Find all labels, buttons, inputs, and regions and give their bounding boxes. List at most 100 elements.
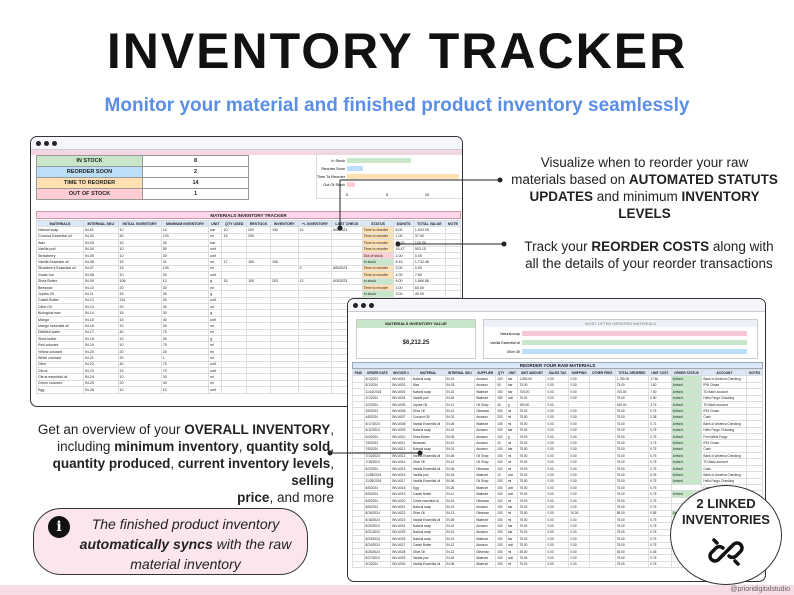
table-cell: 75.00 [517,560,547,569]
table-cell: 0.75 [648,432,672,441]
table-cell [221,386,248,394]
table-cell [246,328,271,337]
window-titlebar [348,299,765,312]
table-cell: TD Bank account [701,388,748,396]
column-header: NOTES [746,368,763,377]
table-cell: ml [208,354,223,362]
table-cell: Amazon [474,445,497,454]
table-cell: Oleamax [474,407,497,415]
table-cell: Hello Fargo Checking [701,426,748,434]
table-cell: 0.75 [648,496,672,505]
table-cell: 0.00 [545,560,570,569]
callout-text: LEVELS [618,206,671,221]
table-cell: 6.25 [648,471,672,479]
table-cell: Bank of America Checking [701,375,748,383]
most-ordered-label: Olive Oil [507,350,520,354]
table-cell [444,251,462,260]
table-cell: Bank of America Checking [701,471,748,479]
table-cell: g [208,334,223,343]
table-cell: INV-#017 [390,477,412,486]
table-cell: Oil Shop [474,452,497,460]
badge-text: 2 LINKED [696,496,756,511]
table-cell [331,283,363,292]
table-cell: IPM Chase [701,439,748,447]
most-ordered-bar [522,340,747,345]
table-cell: 0.75 [648,452,672,460]
table-cell: ml [208,258,223,266]
table-cell: 75.00 [517,413,547,422]
window-dot-icon [44,140,49,146]
table-cell: Hello Fargo Checking [701,394,748,402]
table-cell: 100 [495,560,507,569]
table-cell: 3.00 [393,283,414,292]
table-cell: unit [208,366,223,375]
column-header: UNIT AMOUNT [517,368,547,377]
table-cell: Walmart [474,490,497,498]
table-cell: TD Bank account [701,458,748,466]
table-cell: 700.00 [517,388,547,396]
table-cell: 0.00 [568,483,590,492]
table-cell: 0.75 [648,490,672,498]
table-cell: unit [208,386,223,394]
table-cell [331,271,363,279]
callout-text: UPDATES and minimum INVENTORY [529,189,760,204]
table-cell [352,560,365,569]
table-cell: 0.00 [568,394,590,402]
table-cell: 0.00 [568,445,590,454]
summary-label: TIME TO REORDER [36,177,143,189]
table-cell [746,407,763,415]
table-cell: 0.75 [648,503,672,511]
callout-reorder-status: Visualize when to reorder your raw mater… [507,154,782,222]
callout-text: quantity produced, current inventory lev… [52,456,334,488]
table-cell: IN-22 [83,360,119,369]
table-cell: 0.00 [568,471,590,479]
most-ordered-label: Natural soap [500,332,520,336]
summary-label: IN STOCK [36,155,143,167]
status-chart-tick: 5 [386,193,388,197]
table-cell: 0.75 [648,458,672,466]
watermark: @prioridigitalstudio [730,586,790,593]
table-cell: 0.75 [648,445,672,454]
table-cell [246,322,271,330]
table-cell: INV-#004 [390,394,412,402]
table-cell: Amazon [474,439,497,447]
table-cell: 3.00 [393,264,414,273]
table-cell: INV-#005 [390,400,412,409]
table-cell: INV-#014 [390,458,412,466]
table-cell: ml [208,347,223,356]
table-cell: Cash [701,445,748,454]
table-cell: 8/5/2023 [331,264,363,273]
table-cell: Amazon [474,503,497,511]
column-header: UNIT COST [648,368,672,377]
status-chart-label: Time To Reorder [317,175,346,179]
table-cell: IN-18 [83,334,119,343]
